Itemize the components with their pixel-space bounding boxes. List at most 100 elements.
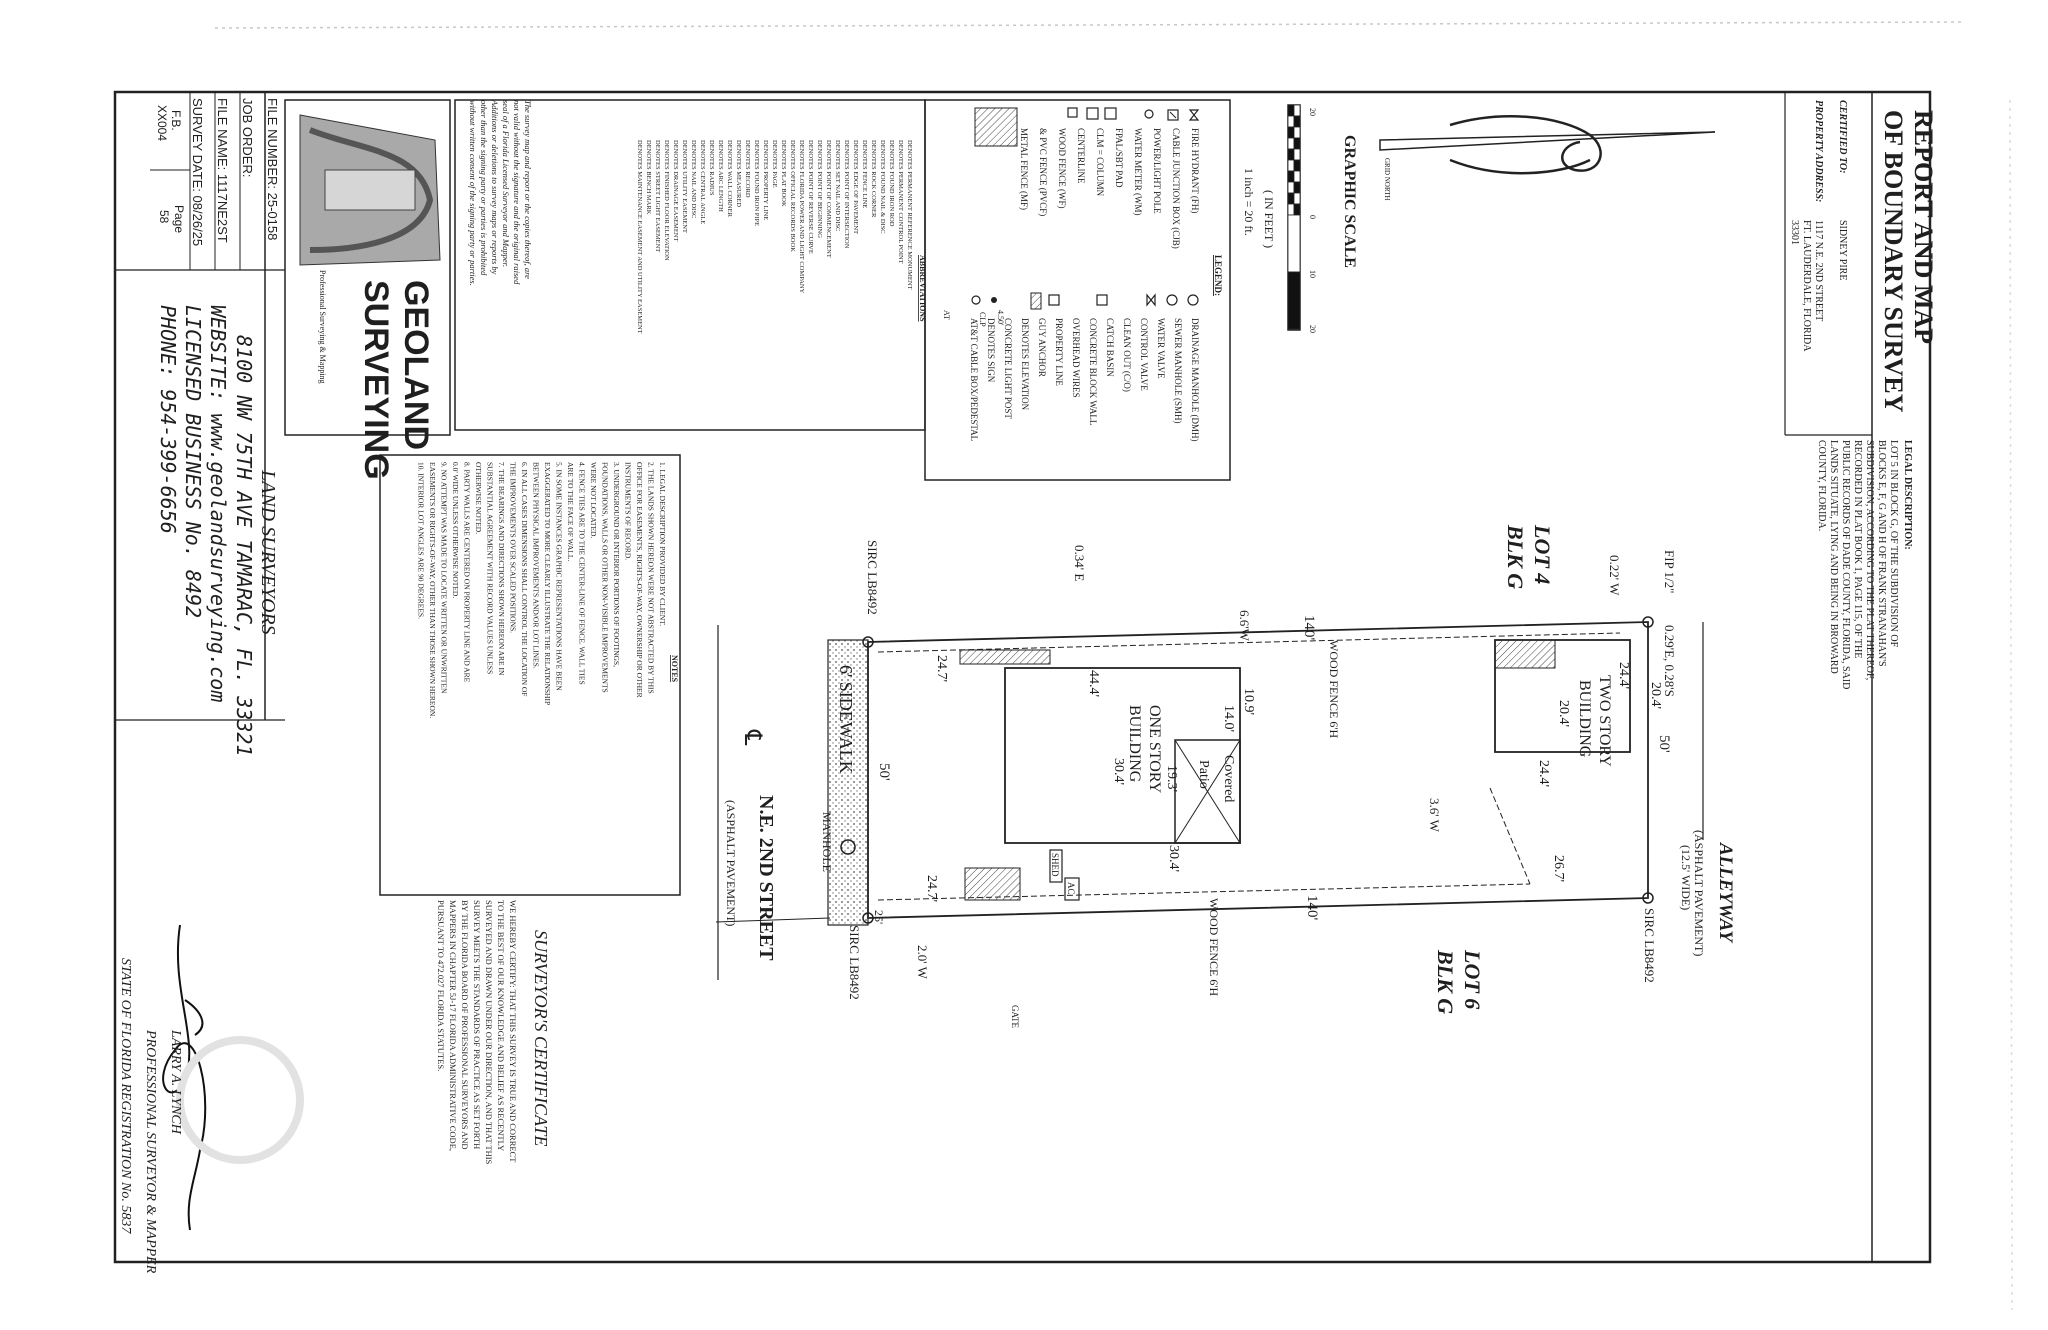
ac-pad <box>964 867 1021 901</box>
legend-item: CENTERLINE <box>1076 128 1086 184</box>
legal-label: LEGAL DESCRIPTION: <box>1902 440 1913 550</box>
scale-block <box>1287 214 1301 273</box>
fence-label-east: WOOD FENCE 6'H <box>1207 898 1221 996</box>
address-line2: FT. LAUDERDALE, FLORIDA <box>1801 220 1812 352</box>
abbrev-line: DENOTES FOUND IRON PIPE <box>753 140 760 226</box>
fb-label: F.B. <box>169 110 183 131</box>
address-line1: 1117 N.E. 2ND STREET <box>1813 220 1824 321</box>
certificate-lines: WE HEREBY CERTIFY: THAT THIS SURVEY IS T… <box>436 900 518 1165</box>
dim-30-4-a: 30.4' <box>1111 758 1126 785</box>
dim-140-west: 140' <box>1301 615 1317 641</box>
two-story-label-1: TWO STORY <box>1596 675 1613 767</box>
street-tie-line <box>715 917 831 923</box>
north-arrow-flourish-2 <box>1449 158 1591 175</box>
page-label: Page <box>172 205 186 233</box>
scale-block <box>1293 104 1301 117</box>
note-line: SUBSTANTIAL AGREEMENT WITH RECORD VALUES… <box>486 462 495 674</box>
file-number: FILE NUMBER: 25-0158 <box>265 98 280 240</box>
file-name: FILE NAME: 1117NE2ST <box>215 98 230 243</box>
note-line: EASEMENTS OR RIGHTS-OF-WAY, OTHER THAN T… <box>428 462 437 718</box>
scale-block <box>1293 137 1301 150</box>
disclaimer-line: seal of a Florida Licensed Surveyor and … <box>501 100 511 267</box>
abbrev-line: DENOTES PERMANENT REFERENCE MONUMENT <box>906 140 913 290</box>
abbrev-line: DENOTES POINT OF INTERSECTION <box>843 140 850 249</box>
scale-block <box>1287 104 1295 117</box>
abbrev-line: DENOTES MAINTENANCE EASEMENT AND UTILITY… <box>636 140 643 334</box>
ac-label: AC <box>1066 882 1076 895</box>
contact-block: LAND SURVEYORS 8100 NW 75TH AVE TAMARAC,… <box>156 305 279 756</box>
dim-44-4: 44.4' <box>1086 670 1101 697</box>
abbrev-line: DENOTES BENCH MARK <box>645 140 652 215</box>
note-line: OFFICE FOR EASEMENTS, RIGHTS-OF-WAY, OWN… <box>635 462 644 698</box>
scale-block <box>1293 148 1301 161</box>
address-label: PROPERTY ADDRESS: <box>1813 100 1824 202</box>
plan-dimensions: 140'140'50'50'24.4'20.4'20.4'24.4'26.7'2… <box>872 545 1677 980</box>
legal-line: LOT 5 IN BLOCK G, OF THE SUBDIVISION OF <box>1888 440 1899 648</box>
abbrev-line: DENOTES DRAINAGE EASEMENT <box>672 140 679 241</box>
scale-block <box>1287 271 1301 330</box>
legend-right: DRAINAGE MANHOLE (DMH)SEWER MANHOLE (SMH… <box>969 318 1200 442</box>
abbrev-line: DENOTES FINISHED FLOOR ELEVATION <box>663 140 670 261</box>
note-line: ARE TO THE FACE OF WALL. <box>566 462 575 561</box>
manhole-label: MANHOLE <box>820 812 834 872</box>
report-title-1: REPORT AND MAP <box>1909 110 1938 344</box>
elevation-icon <box>991 297 997 303</box>
scale-block <box>1293 192 1301 205</box>
dim-140-east: 140' <box>1304 895 1320 921</box>
sidewalk <box>827 639 869 926</box>
north-arrow-flourish <box>1449 115 1602 172</box>
fence-east-return <box>1489 787 1531 885</box>
note-line: 2. THE LANDS SHOWN HEREON WERE NOT ABSTR… <box>647 462 656 694</box>
abbrev-line: DENOTES EDGE OF PAVEMENT <box>852 140 859 234</box>
legend-symbols: 4.50' CLP AT <box>942 107 1200 327</box>
legend-item: PROPERTY LINE <box>1054 318 1064 386</box>
sirc-label-se: SIRC LB8492 <box>847 925 862 1000</box>
surveyor-signature-2 <box>184 999 204 1036</box>
abbrev-line: DENOTES MEASURED <box>735 140 742 207</box>
title-block: REPORT AND MAP OF BOUNDARY SURVEY <box>1879 110 1938 413</box>
dim-30-4-b: 30.4' <box>1166 845 1181 872</box>
logo-name-2: SURVEYING <box>357 280 395 480</box>
water-valve-icon <box>1146 293 1156 307</box>
certificate-line: MAPPERS IN CHAPTER 5J-17 FLORIDA ADMINIS… <box>448 900 458 1151</box>
logo-name-1: GEOLAND <box>397 280 435 450</box>
scale-tick-label: 20 <box>1308 108 1317 116</box>
logo-graphic-block <box>324 169 416 211</box>
one-story-label-2: BUILDING <box>1126 705 1143 783</box>
note-line: 10. INTERIOR LOT ANGLES ARE 90 DEGREES. <box>417 462 426 619</box>
certified-value: SIDNEY PIRE <box>1837 220 1848 280</box>
abbrev-line: DENOTES NAIL AND DISC <box>690 140 697 218</box>
abbrev-line: DENOTES FENCE LINE <box>861 140 868 208</box>
dim-24-4-b: 24.4' <box>1536 760 1551 787</box>
legend-item: CLEAN OUT (C/O) <box>1122 318 1132 392</box>
certificate-line: SURVEY MEETS THE STANDARDS OF PRACTICE A… <box>472 900 482 1149</box>
gate-label: GATE <box>1010 1005 1020 1028</box>
scale-block <box>1293 170 1301 183</box>
legend-item: WATER METER (WM) <box>1133 128 1143 216</box>
two-story-label-2: BUILDING <box>1576 680 1593 758</box>
disclaimer-line: other than the signing party or parties … <box>479 100 489 276</box>
ac-unit <box>1064 877 1080 901</box>
scale-block <box>1293 159 1301 172</box>
certificate-line: TO THE BEST OF OUR KNOWLEDGE AND BELIEF … <box>496 900 506 1151</box>
abbrev-lines: DENOTES PERMANENT REFERENCE MONUMENT DENO… <box>636 140 913 334</box>
dim-20-4-top: 20.4' <box>1648 682 1663 709</box>
logo-graphic-detail <box>308 127 434 253</box>
abbrev-line: DENOTES FOUND NAIL & DISC <box>879 140 886 234</box>
scale-blocks <box>1287 104 1301 330</box>
site-plan: 6' SIDEWALK MANHOLE TWO STORY BUILDING O… <box>715 524 1736 1028</box>
abbrev-line: DENOTES FLORIDA POWER AND LIGHT COMPANY <box>798 140 805 294</box>
scale-block <box>1287 203 1295 216</box>
patio-x-2 <box>1174 739 1241 844</box>
lot4-label: LOT 4 <box>1530 524 1555 584</box>
legal-line: COUNTY, FLORIDA. <box>1816 440 1827 531</box>
legend-item: FPAL/SBT PAD <box>1114 128 1124 188</box>
abbrev-line: DENOTES PLAT BOOK <box>780 140 787 207</box>
scale-unit: ( IN FEET ) <box>1262 190 1276 248</box>
legend-item: CONTROL VALVE <box>1139 318 1149 391</box>
scale-block <box>1287 148 1295 161</box>
abbrev-line: DENOTES POINT OF REVERSE CURVE <box>807 140 814 254</box>
